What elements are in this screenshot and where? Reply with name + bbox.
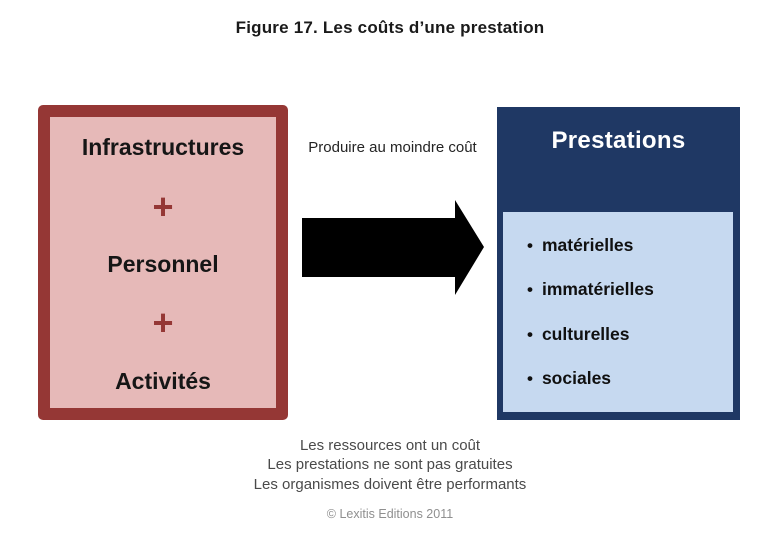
bullet-icon: •: [527, 236, 533, 256]
cost-item-activites: Activités: [115, 367, 211, 394]
bullet-icon: •: [527, 324, 533, 344]
prestations-list: • matérielles • immatérielles • culturel…: [503, 212, 733, 412]
produce-at-lowest-cost-label: Produire au moindre coût: [308, 139, 477, 156]
bullet-icon: •: [527, 280, 533, 300]
right-arrow-icon: [302, 200, 484, 295]
bullet-icon: •: [527, 368, 533, 388]
list-item-culturelles: • culturelles: [527, 324, 733, 345]
cost-item-infrastructures: Infrastructures: [81, 134, 245, 160]
prestations-header: Prestations: [551, 127, 686, 154]
plus-sign: +: [152, 302, 174, 344]
list-item-label: sociales: [541, 367, 612, 388]
footer-line-3: Les organismes doivent être performants: [253, 475, 527, 493]
list-item-sociales: • sociales: [527, 368, 733, 389]
footer-line-2: Les prestations ne sont pas gratuites: [267, 456, 513, 474]
cost-item-personnel: Personnel: [107, 250, 219, 277]
footer-line-1: Les ressources ont un coût: [299, 437, 481, 454]
plus-sign: +: [152, 185, 174, 227]
list-item-immaterielles: • immatérielles: [527, 279, 733, 300]
list-item-label: culturelles: [541, 323, 630, 344]
footer-statements: Les ressources ont un coût Les prestatio…: [0, 436, 780, 494]
copyright-notice: © Lexitis Editions 2011: [326, 507, 454, 521]
resources-box: Infrastructures + Personnel + Activités: [38, 105, 288, 420]
figure-title: Figure 17. Les coûts d’une prestation: [235, 18, 545, 37]
list-item-materielles: • matérielles: [527, 235, 733, 256]
list-item-label: immatérielles: [541, 279, 654, 300]
list-item-label: matérielles: [541, 235, 634, 256]
prestations-box: Prestations • matérielles • immatérielle…: [497, 107, 740, 420]
